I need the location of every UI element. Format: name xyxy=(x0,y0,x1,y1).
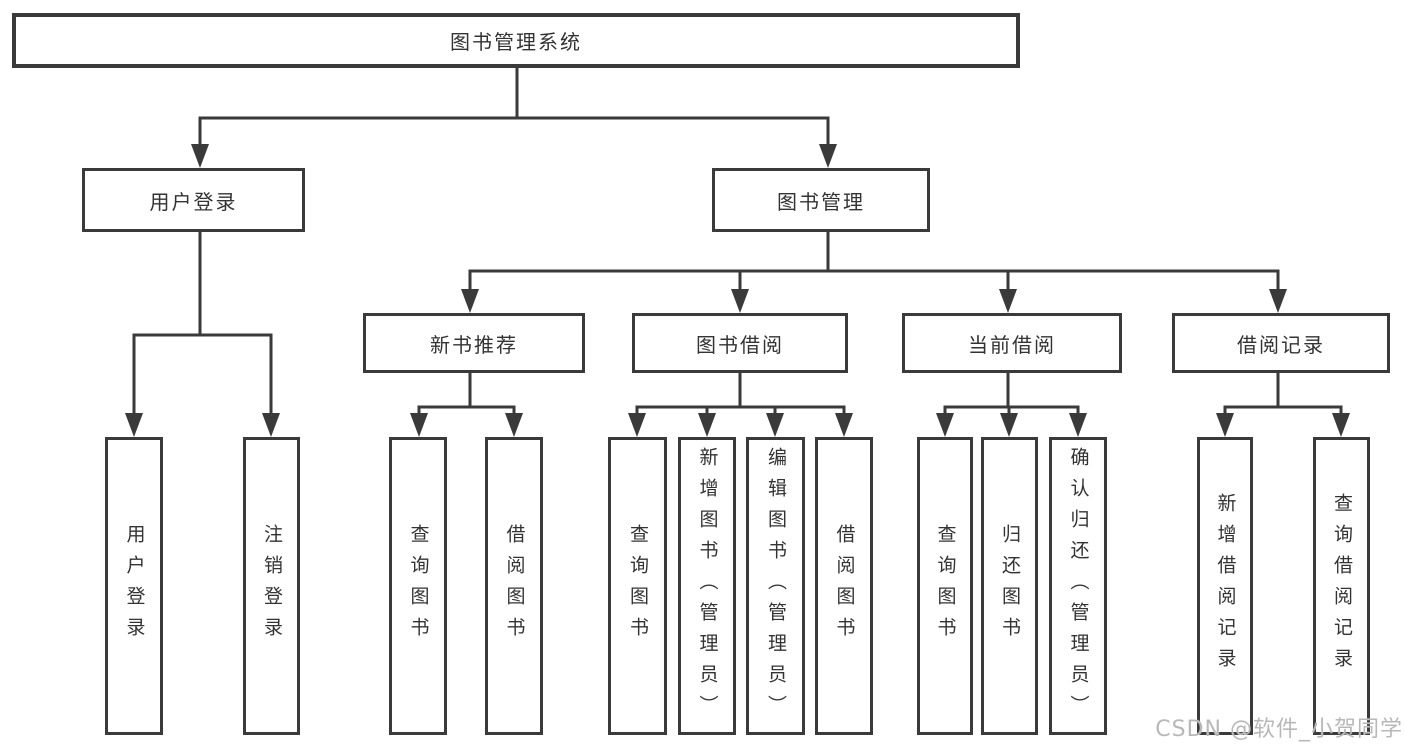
node-user-login-label: 用户登录 xyxy=(149,189,238,214)
node-book-borrow-label: 图书借阅 xyxy=(696,332,784,357)
leaf-query-borrow-record-label: 查询借阅记录 xyxy=(1331,493,1353,679)
leaf-borrow-book-recommend-label: 借阅图书 xyxy=(503,524,526,648)
leaf-logout: 注销登录 xyxy=(243,437,300,735)
leaf-user-login: 用户登录 xyxy=(105,437,163,735)
node-borrow-records-label: 借阅记录 xyxy=(1237,332,1325,357)
leaf-add-borrow-record-label: 新增借阅记录 xyxy=(1214,493,1237,679)
leaf-confirm-return-admin-label: 确认归还（管理员） xyxy=(1067,446,1090,726)
leaf-logout-label: 注销登录 xyxy=(261,524,283,648)
leaf-edit-book-admin: 编辑图书（管理员） xyxy=(746,437,805,735)
node-user-login: 用户登录 xyxy=(82,168,305,232)
leaf-query-borrow-record: 查询借阅记录 xyxy=(1313,437,1370,735)
node-book-management-label: 图书管理 xyxy=(777,189,865,214)
leaf-borrow-book-label: 借阅图书 xyxy=(833,524,856,648)
leaf-add-book-admin-label: 新增图书（管理员） xyxy=(696,446,719,726)
leaf-query-book-borrow: 查询图书 xyxy=(608,437,667,735)
leaf-query-book-current: 查询图书 xyxy=(917,437,973,735)
leaf-query-book-recommend: 查询图书 xyxy=(389,437,447,735)
node-current-borrow-label: 当前借阅 xyxy=(968,332,1056,357)
leaf-borrow-book-recommend: 借阅图书 xyxy=(485,437,543,735)
leaf-user-login-label: 用户登录 xyxy=(123,524,146,648)
node-root-label: 图书管理系统 xyxy=(450,30,582,54)
leaf-borrow-book: 借阅图书 xyxy=(815,437,873,735)
node-book-management: 图书管理 xyxy=(712,168,930,232)
leaf-query-book-recommend-label: 查询图书 xyxy=(407,524,430,648)
node-borrow-records: 借阅记录 xyxy=(1172,313,1390,373)
leaf-query-book-borrow-label: 查询图书 xyxy=(627,524,649,648)
watermark: CSDN @软件_小贺同学 xyxy=(1155,717,1403,742)
leaf-add-book-admin: 新增图书（管理员） xyxy=(678,437,736,735)
node-current-borrow: 当前借阅 xyxy=(902,313,1122,373)
leaf-add-borrow-record: 新增借阅记录 xyxy=(1197,437,1253,735)
leaf-query-book-current-label: 查询图书 xyxy=(934,524,957,648)
node-new-book-recommend: 新书推荐 xyxy=(363,313,585,373)
node-root: 图书管理系统 xyxy=(12,13,1020,68)
leaf-return-book: 归还图书 xyxy=(981,437,1038,735)
node-book-borrow: 图书借阅 xyxy=(632,313,848,373)
leaf-return-book-label: 归还图书 xyxy=(999,524,1021,648)
leaf-confirm-return-admin: 确认归还（管理员） xyxy=(1049,437,1107,735)
node-new-book-recommend-label: 新书推荐 xyxy=(430,332,518,357)
leaf-edit-book-admin-label: 编辑图书（管理员） xyxy=(765,446,787,726)
